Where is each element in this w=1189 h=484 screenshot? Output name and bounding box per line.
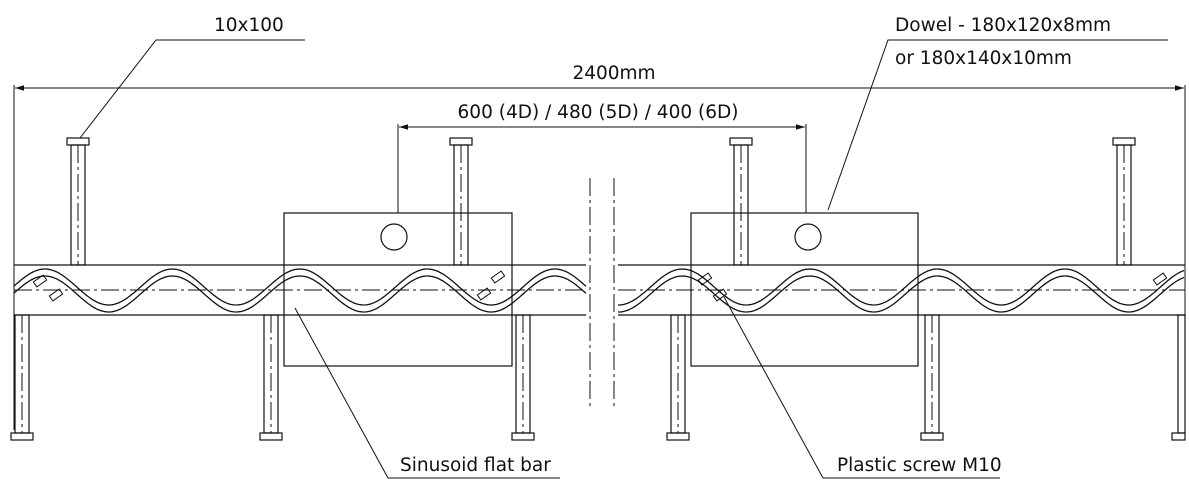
bolt-shaft bbox=[1177, 314, 1186, 434]
bolt-2 bbox=[729, 137, 753, 266]
plastic-screw-callout: Plastic screw M10 bbox=[723, 296, 1002, 479]
dowel-plate-left bbox=[283, 212, 513, 367]
sinusoid-label: Sinusoid flat bar bbox=[400, 455, 551, 476]
bolt-4 bbox=[10, 314, 34, 441]
plastic-screws bbox=[32, 270, 1168, 302]
bolts bbox=[10, 137, 1186, 441]
dowel-label-line2: or 180x140x10mm bbox=[895, 48, 1072, 69]
spacing-label: 600 (4D) / 480 (5D) / 400 (6D) bbox=[458, 102, 739, 123]
bolt-head bbox=[920, 432, 944, 441]
bolt-head bbox=[449, 137, 473, 146]
bolt-size-callout: 10x100 bbox=[79, 15, 305, 139]
bolt-head bbox=[66, 137, 90, 146]
sinusoid-wave-inner-1 bbox=[618, 275, 1185, 313]
bolt-5 bbox=[259, 314, 283, 441]
sinusoid-wave-inner-0 bbox=[13, 275, 587, 313]
bolt-7 bbox=[666, 314, 690, 441]
spacing-dimension: 600 (4D) / 480 (5D) / 400 (6D) bbox=[397, 102, 807, 213]
bolt-9 bbox=[1171, 314, 1186, 441]
bolt-0 bbox=[66, 137, 90, 266]
flat-bar-outline bbox=[14, 264, 1185, 316]
break-lines bbox=[589, 178, 615, 408]
bolt-3 bbox=[1112, 137, 1136, 266]
bolt-head bbox=[1112, 137, 1136, 146]
bolt-head bbox=[259, 432, 283, 441]
sinusoid-flat-bar bbox=[13, 268, 1185, 313]
bolt-8 bbox=[920, 314, 944, 441]
bolt-head bbox=[1171, 432, 1186, 441]
total-length-label: 2400mm bbox=[572, 63, 655, 84]
bolt-size-label: 10x100 bbox=[214, 15, 284, 36]
total-length-dimension: 2400mm bbox=[13, 63, 1186, 430]
dowel-plate-right bbox=[690, 212, 919, 367]
bolt-head bbox=[729, 137, 753, 146]
dowel-callout: Dowel - 180x120x8mm or 180x140x10mm bbox=[827, 15, 1168, 211]
bolt-6 bbox=[511, 314, 535, 441]
sinusoid-wave-outer-1 bbox=[618, 268, 1185, 306]
dowel-label-line1: Dowel - 180x120x8mm bbox=[895, 15, 1111, 36]
plastic-screw-label: Plastic screw M10 bbox=[837, 455, 1002, 476]
sinusoid-wave-outer-0 bbox=[13, 268, 587, 306]
bolt-head bbox=[666, 432, 690, 441]
bolt-head bbox=[10, 432, 34, 441]
bolt-head bbox=[511, 432, 535, 441]
bolt-1 bbox=[449, 137, 473, 266]
sinusoid-callout: Sinusoid flat bar bbox=[294, 307, 560, 479]
